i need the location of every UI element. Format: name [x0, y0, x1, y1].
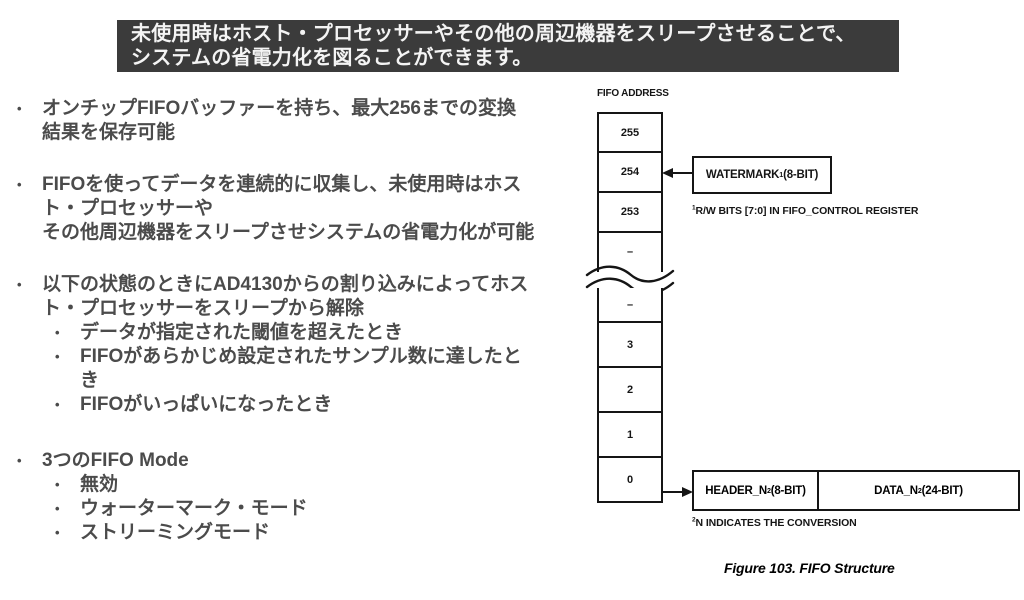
bullet-text: FIFOを使ってデータを連続的に収集し、未使用時はホス ト・プロセッサーや その… — [42, 174, 535, 243]
footnote1-text: R/W BITS [7:0] IN FIFO_CONTROL REGISTER — [695, 205, 919, 217]
sub-list-item: • FIFOがいっぱいになったとき — [46, 393, 590, 417]
watermark-label: WATERMARK — [705, 169, 780, 181]
sub-list-item: • 無効 — [46, 473, 590, 497]
fifo-column-upper: 255 254 253 – — [597, 112, 663, 272]
sub-bullet-text: FIFOがいっぱいになったとき — [80, 394, 333, 415]
bullet-marker: • — [55, 477, 60, 492]
bullet-marker: • — [55, 349, 60, 364]
bullet-text: 3つのFIFO Mode — [42, 450, 189, 471]
bullet-marker: • — [55, 525, 60, 540]
bullet-marker: • — [17, 177, 22, 192]
footnote2-superscript: 2 — [692, 516, 696, 524]
footnote1-superscript: 1 — [692, 204, 696, 212]
sub-bullet-list: • データが指定された閾値を超えたとき • FIFOがあらかじめ設定されたサンプ… — [46, 321, 590, 417]
bullet-group-fifo-buffer: • オンチップFIFOバッファーを持ち、最大256までの変換 結果を保存可能 — [8, 97, 590, 145]
fifo-address-label: FIFO ADDRESS — [597, 88, 669, 99]
fifo-cell-3: 3 — [599, 323, 661, 368]
bullet-marker: • — [55, 501, 60, 516]
list-item: • 以下の状態のときにAD4130からの割り込みによってホス ト・プロセッサーを… — [8, 273, 590, 321]
data-suffix: (24-BIT) — [921, 484, 963, 497]
fifo-cell-1: 1 — [599, 413, 661, 458]
sub-bullet-text: ウォーターマーク・モード — [80, 498, 308, 519]
sub-list-item: • ストリーミングモード — [46, 521, 590, 545]
list-item: • 3つのFIFO Mode — [8, 449, 590, 473]
footnote2-text: N INDICATES THE CONVERSION — [695, 517, 857, 529]
sub-list-item: • FIFOがあらかじめ設定されたサンプル数に達したと き — [46, 345, 590, 393]
bullet-group-interrupt-wake: • 以下の状態のときにAD4130からの割り込みによってホス ト・プロセッサーを… — [8, 273, 590, 417]
conversion-footnote: 2N INDICATES THE CONVERSION — [692, 517, 857, 529]
sub-bullet-text: FIFOがあらかじめ設定されたサンプル数に達したと き — [80, 346, 522, 391]
bullet-marker: • — [17, 277, 22, 292]
fifo-cell-254: 254 — [599, 153, 661, 193]
fifo-column-lower: – 3 2 1 0 — [597, 288, 663, 503]
bullet-group-continuous-capture: • FIFOを使ってデータを連続的に収集し、未使用時はホス ト・プロセッサーや … — [8, 173, 590, 245]
key-message-banner: 未使用時はホスト・プロセッサーやその他の周辺機器をスリープさせることで、 システ… — [117, 20, 899, 72]
figure-caption: Figure 103. FIFO Structure — [724, 560, 895, 576]
feature-bullet-list: • オンチップFIFOバッファーを持ち、最大256までの変換 結果を保存可能 •… — [8, 97, 590, 573]
fifo-cell-2: 2 — [599, 368, 661, 413]
sub-bullet-list: • 無効 • ウォーターマーク・モード • ストリーミングモード — [46, 473, 590, 545]
sub-bullet-text: 無効 — [80, 474, 119, 495]
arrow-left-icon — [662, 168, 693, 178]
list-item: • FIFOを使ってデータを連続的に収集し、未使用時はホス ト・プロセッサーや … — [8, 173, 590, 245]
header-suffix: (8-BIT) — [770, 484, 806, 497]
sub-list-item: • データが指定された閾値を超えたとき — [46, 321, 590, 345]
bullet-marker: • — [17, 101, 22, 116]
sub-bullet-text: データが指定された閾値を超えたとき — [80, 322, 404, 343]
fifo-cell-ellipsis-upper: – — [626, 245, 634, 258]
bullet-marker: • — [55, 325, 60, 340]
bullet-group-fifo-modes: • 3つのFIFO Mode • 無効 • ウォーターマーク・モード • ストリ… — [8, 449, 590, 545]
header-label: HEADER_N — [705, 484, 767, 497]
fifo-cell-0: 0 — [626, 473, 634, 486]
fifo-cell-253: 253 — [599, 193, 661, 233]
bullet-marker: • — [55, 397, 60, 412]
bullet-text: オンチップFIFOバッファーを持ち、最大256までの変換 結果を保存可能 — [42, 98, 516, 143]
data-label: DATA_N — [874, 484, 918, 497]
sub-bullet-text: ストリーミングモード — [80, 522, 271, 543]
list-item: • オンチップFIFOバッファーを持ち、最大256までの変換 結果を保存可能 — [8, 97, 590, 145]
bullet-text: 以下の状態のときにAD4130からの割り込みによってホス ト・プロセッサーをスリ… — [42, 274, 529, 319]
arrow-right-icon — [662, 487, 693, 497]
fifo-cell-255: 255 — [599, 114, 661, 153]
sub-list-item: • ウォーターマーク・モード — [46, 497, 590, 521]
watermark-footnote: 1R/W BITS [7:0] IN FIFO_CONTROL REGISTER — [692, 205, 918, 217]
fifo-cell-ellipsis-lower: – — [599, 288, 661, 323]
bullet-marker: • — [17, 453, 22, 468]
watermark-suffix: (8-BIT) — [783, 169, 819, 181]
